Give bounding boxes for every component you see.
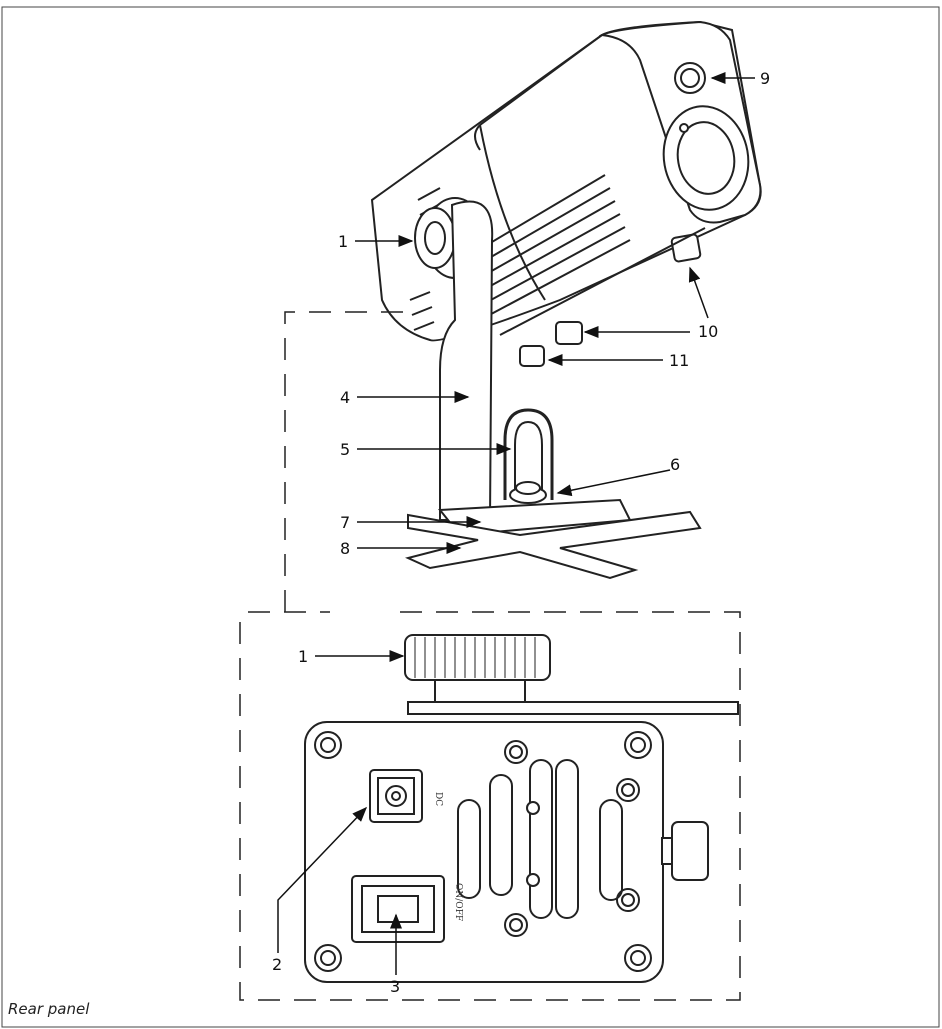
callout-1-rear: 1 — [298, 647, 308, 666]
callout-11: 11 — [669, 351, 689, 370]
rear-vents — [457, 759, 623, 919]
callout-numbers: 1 9 10 11 4 5 6 7 8 1 2 3 — [272, 69, 770, 996]
callout-8: 8 — [340, 539, 350, 558]
hanging-hook — [503, 408, 554, 500]
figure-caption: Rear panel — [8, 1000, 90, 1018]
callout-9: 9 — [760, 69, 770, 88]
projector-device — [370, 20, 762, 580]
outer-frame — [1, 6, 940, 1028]
rear-knob — [404, 634, 551, 681]
rear-panel-view — [304, 634, 739, 983]
switch-label: ON/OFF — [453, 883, 463, 921]
x-stand — [405, 510, 702, 580]
callout-5: 5 — [340, 440, 350, 459]
callout-3: 3 — [390, 977, 400, 996]
callout-7: 7 — [340, 513, 350, 532]
callout-10: 10 — [698, 322, 718, 341]
dc-label: DC — [433, 792, 443, 806]
callout-1: 1 — [338, 232, 348, 251]
callout-6: 6 — [670, 455, 680, 474]
callout-4: 4 — [340, 388, 350, 407]
side-knob — [671, 821, 709, 881]
callout-2: 2 — [272, 955, 282, 974]
adjust-screws — [499, 227, 706, 367]
dashed-outlines — [239, 311, 741, 1001]
callout-arrows — [277, 72, 755, 975]
